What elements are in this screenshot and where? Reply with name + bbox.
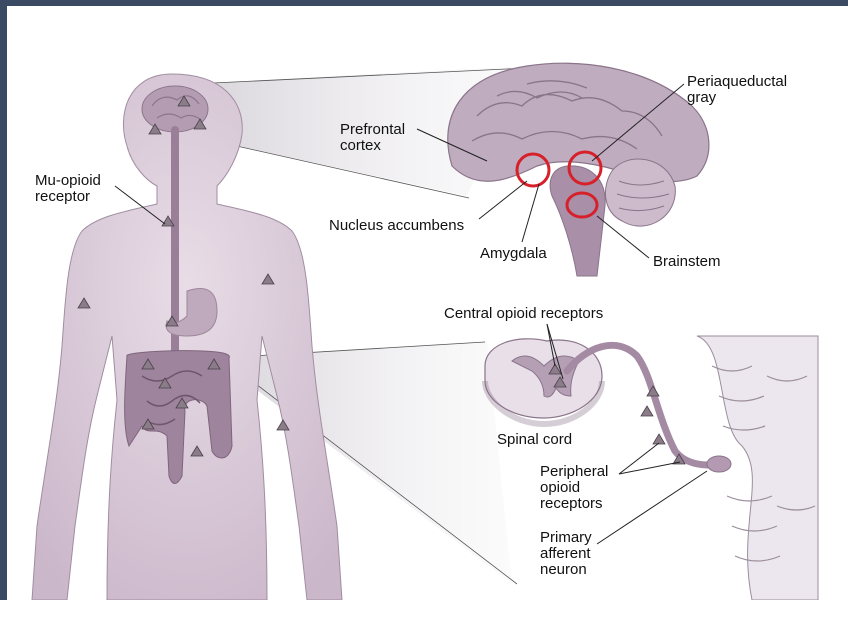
primary-label-line3: neuron [540,561,587,578]
mu-opioid-label-line1: Mu-opioid [35,172,101,189]
mu-opioid-label-line2: receptor [35,188,90,205]
central-opioid-receptors-label: Central opioid receptors [444,305,603,322]
peripheral-label-line1: Peripheral [540,463,608,480]
primary-label-line1: Primary [540,529,592,546]
spinal-cord-label: Spinal cord [497,431,572,448]
nucleus-accumbens-label: Nucleus accumbens [329,217,464,234]
primary-label-line2: afferent [540,545,591,562]
peripheral-label-line2: opioid [540,479,580,496]
opioid-receptor-diagram: Mu-opioid receptor Prefrontal cortex Per… [7,6,848,600]
left-frame-bar [0,0,7,600]
amygdala-label: Amygdala [480,245,547,262]
prefrontal-label-line1: Prefrontal [340,121,405,138]
peripheral-label-line3: receptors [540,495,603,512]
brainstem-label: Brainstem [653,253,721,270]
diagram-canvas: Mu-opioid receptor Prefrontal cortex Per… [7,6,848,600]
periaqueductal-label-line1: Periaqueductal [687,73,787,90]
brain-cerebellum [605,159,675,226]
prefrontal-label-line2: cortex [340,137,381,154]
spinal-cord-detail [485,324,818,600]
brain-cerebrum [448,63,709,181]
periaqueductal-label-line2: gray [687,89,717,106]
